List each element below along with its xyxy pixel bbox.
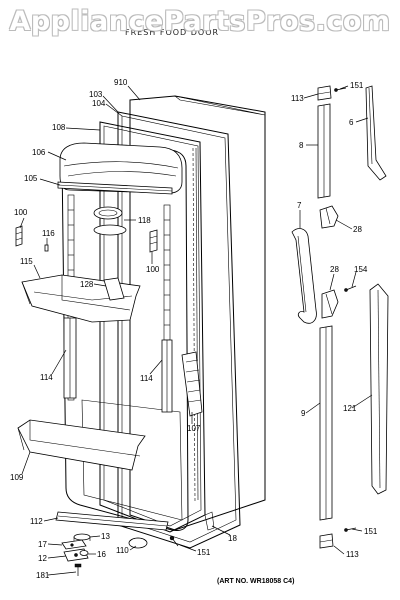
label-910: 910	[114, 78, 128, 87]
handle-bar-8	[317, 103, 331, 199]
label-9: 9	[301, 409, 306, 418]
inner-liner	[61, 145, 189, 531]
label-100-right: 100	[146, 265, 160, 274]
label-104: 104	[92, 99, 106, 108]
handle-bracket-28-mid	[321, 289, 339, 319]
watermark: AppliancePartsPros.com	[9, 6, 391, 37]
hinge-cap-18	[204, 511, 215, 531]
label-28-mid: 28	[330, 265, 339, 274]
label-181: 181	[36, 571, 50, 580]
label-8: 8	[299, 141, 304, 150]
label-151-bottom: 151	[197, 548, 211, 557]
label-6: 6	[349, 118, 354, 127]
shelf-trim-right	[161, 339, 173, 413]
label-107: 107	[187, 424, 201, 433]
label-115: 115	[20, 257, 33, 266]
handle-bracket-28-top	[319, 205, 339, 229]
door-bottom-trim	[55, 511, 169, 531]
label-114-left: 114	[40, 373, 53, 382]
label-154: 154	[354, 265, 368, 274]
handle-bar-9	[319, 325, 333, 521]
label-103: 103	[89, 90, 103, 99]
dairy-rail	[57, 181, 173, 195]
door-outer-panel	[129, 95, 266, 531]
label-7: 7	[297, 201, 302, 210]
label-28-top: 28	[353, 225, 362, 234]
handle-7	[291, 228, 317, 324]
egg-tray	[93, 206, 127, 236]
label-12: 12	[38, 554, 47, 563]
label-151-right: 151	[364, 527, 378, 536]
label-100-left: 100	[14, 208, 28, 217]
screw-151-top	[334, 87, 347, 92]
door-bin-upper	[21, 274, 141, 323]
screw-151-right	[344, 527, 357, 532]
handle-trim-121	[369, 283, 389, 495]
shelf-clip-left	[15, 225, 23, 247]
label-151-top: 151	[350, 81, 364, 90]
shelf-trim-left	[63, 317, 77, 399]
label-121: 121	[343, 404, 357, 413]
label-114-right: 114	[140, 374, 153, 383]
label-109: 109	[10, 473, 24, 482]
label-113-top: 113	[291, 94, 304, 103]
door-bin-lower	[17, 419, 146, 471]
diagram-subtitle: FRESH FOOD DOOR	[125, 28, 220, 37]
end-cap-113-top	[317, 85, 332, 101]
label-105: 105	[24, 174, 38, 183]
screw-151-bottom	[169, 535, 179, 547]
leader-lines	[19, 85, 373, 576]
label-116: 116	[42, 229, 55, 238]
label-108: 108	[52, 123, 66, 132]
label-16: 16	[97, 550, 106, 559]
handle-trim-6	[365, 85, 387, 181]
hinge-plate-17	[61, 539, 87, 550]
hinge-cam-16	[79, 550, 89, 556]
end-cap-110	[128, 537, 148, 549]
label-128-left: 128	[80, 280, 94, 289]
screw-181	[74, 563, 82, 576]
label-112: 112	[30, 517, 43, 526]
clip-116	[44, 244, 49, 252]
art-number: (ART NO. WR18058 C4)	[217, 578, 294, 585]
part-labels: 910 103 104 108 106 105 100 116 115 118 …	[10, 78, 378, 580]
label-17: 17	[38, 540, 47, 549]
label-113-bottom: 113	[346, 550, 359, 559]
label-118: 118	[138, 216, 151, 225]
end-cap-113-bottom	[319, 533, 334, 549]
label-13: 13	[101, 532, 110, 541]
screw-154	[344, 285, 357, 292]
label-18: 18	[228, 534, 237, 543]
label-106: 106	[32, 148, 46, 157]
dairy-door	[59, 142, 183, 194]
label-110: 110	[116, 546, 129, 555]
shelf-clip-right	[149, 229, 158, 253]
door-trim-107	[181, 351, 203, 417]
